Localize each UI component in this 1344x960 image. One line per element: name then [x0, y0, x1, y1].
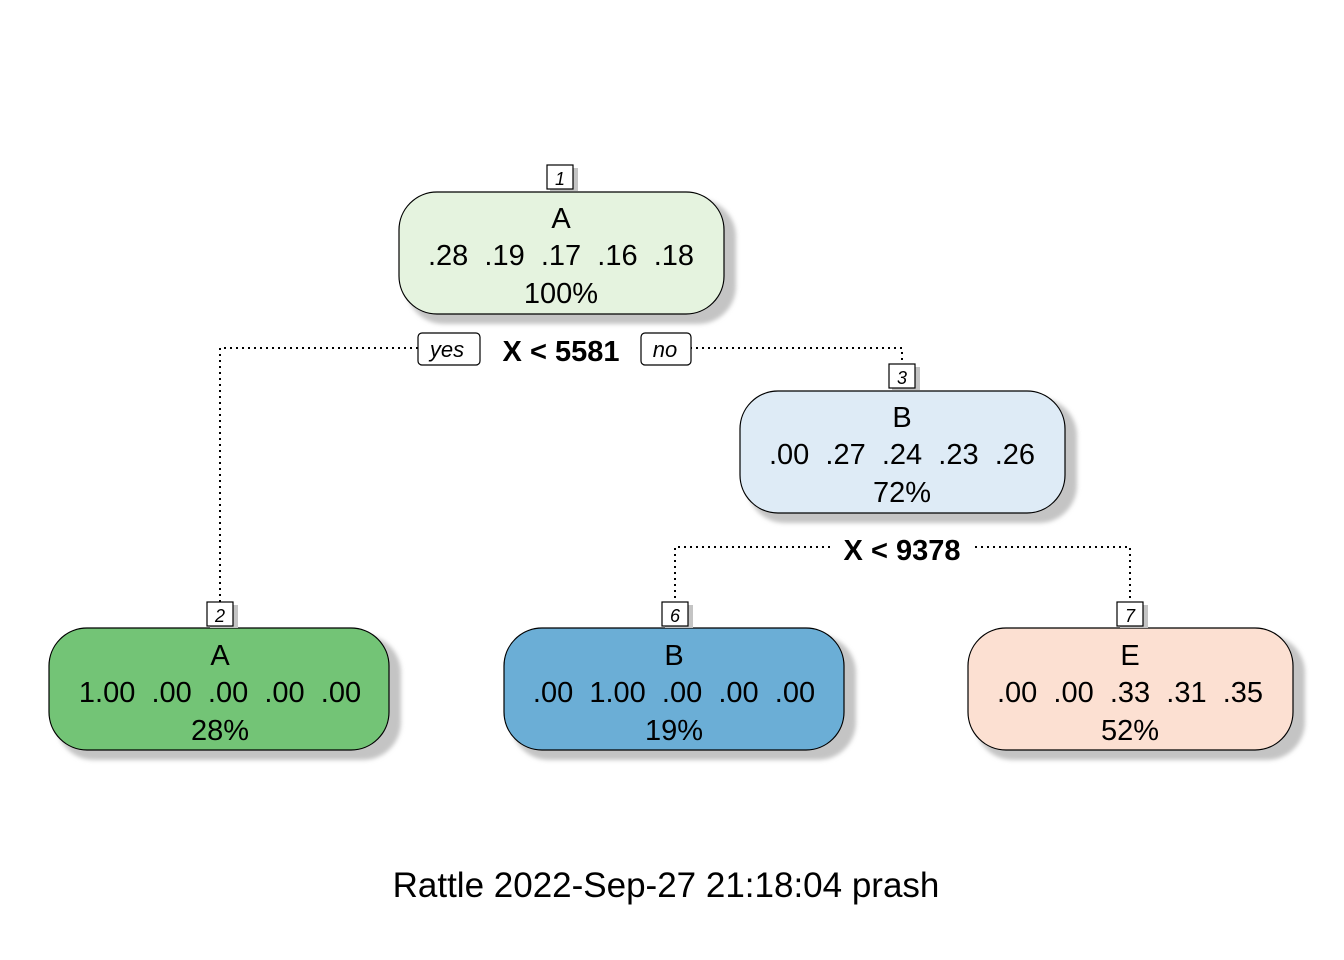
- node-percentage: 52%: [1101, 715, 1159, 747]
- node-class-label: B: [892, 402, 911, 434]
- node-id-label: 6: [670, 606, 681, 626]
- node-id-box: [888, 363, 916, 389]
- node-id-box: [206, 601, 234, 627]
- split-condition-label: X < 5581: [503, 336, 620, 368]
- node-percentage: 72%: [873, 477, 931, 509]
- node-probabilities: .00 1.00 .00 .00 .00: [533, 677, 815, 709]
- node-id-box: [661, 601, 689, 627]
- yes-tag-box: [417, 332, 481, 366]
- no-tag-box: [640, 332, 692, 366]
- node-class-label: A: [210, 640, 230, 672]
- tree-node-6: 6 B .00 1.00 .00 .00 .00 19%: [503, 601, 856, 760]
- no-tag-label: no: [653, 337, 677, 362]
- split-2: X < 9378: [832, 532, 974, 567]
- node-id-box: [546, 164, 574, 190]
- node-percentage: 19%: [645, 715, 703, 747]
- tree-node-2: 2 A 1.00 .00 .00 .00 .00 28%: [48, 601, 401, 760]
- edge-3-to-7: [975, 546, 1131, 603]
- node-id-label: 1: [555, 169, 565, 189]
- node-id-label: 7: [1125, 606, 1136, 626]
- tree-node-7: 7 E .00 .00 .33 .31 .35 52%: [967, 601, 1305, 760]
- tree-node-3: 3 B .00 .27 .24 .23 .26 72%: [739, 363, 1077, 523]
- node-class-label: B: [664, 640, 683, 672]
- split-1: yes X < 5581 no: [417, 332, 692, 368]
- node-probabilities: .00 .27 .24 .23 .26: [769, 439, 1035, 471]
- node-id-label: 3: [897, 368, 907, 388]
- node-probabilities: .28 .19 .17 .16 .18: [428, 240, 694, 272]
- tree-edges: [219, 347, 1131, 603]
- edge-1-to-2: [219, 347, 418, 603]
- node-percentage: 28%: [191, 715, 249, 747]
- node-probabilities: 1.00 .00 .00 .00 .00: [79, 677, 361, 709]
- node-class-label: E: [1120, 640, 1139, 672]
- node-id-box: [1116, 601, 1144, 627]
- split-condition-label: X < 9378: [844, 535, 961, 567]
- footer-caption: Rattle 2022-Sep-27 21:18:04 prash: [392, 866, 940, 905]
- node-percentage: 100%: [524, 278, 598, 310]
- node-probabilities: .00 .00 .33 .31 .35: [997, 677, 1263, 709]
- tree-node-1: 1 A .28 .19 .17 .16 .18 100%: [398, 164, 736, 324]
- node-id-label: 2: [214, 606, 225, 626]
- node-class-label: A: [551, 203, 571, 235]
- edge-1-to-3: [690, 347, 903, 365]
- edge-3-to-6: [674, 546, 830, 603]
- yes-tag-label: yes: [428, 337, 464, 362]
